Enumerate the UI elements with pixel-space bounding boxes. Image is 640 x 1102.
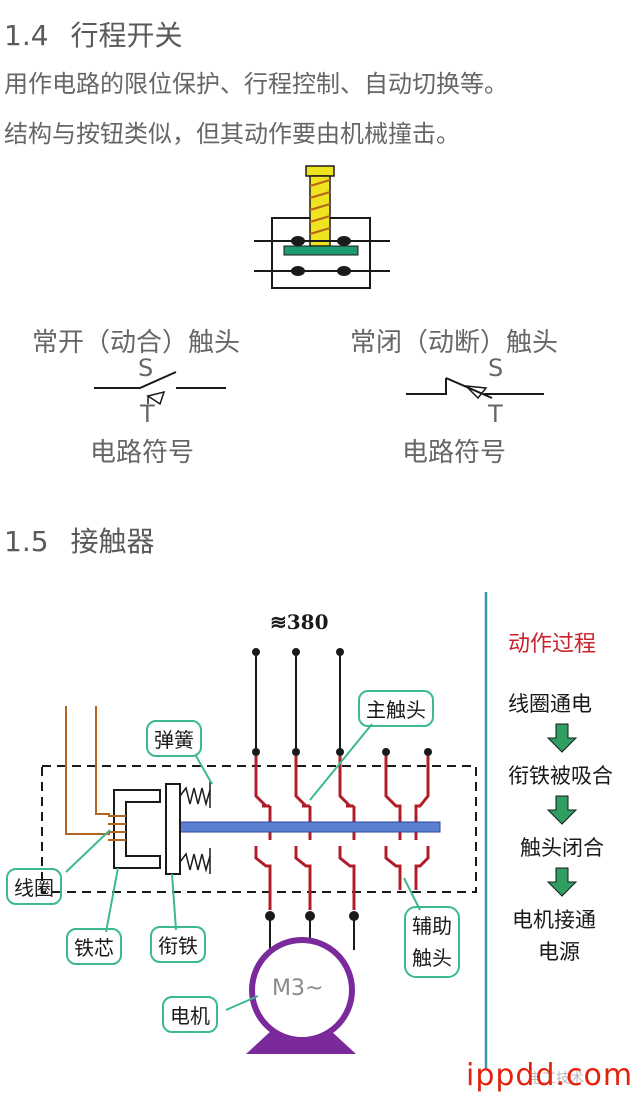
coil-wires (65, 706, 110, 835)
process-step-1: 线圈通电 (508, 692, 592, 716)
iron-core-callout: 铁芯 (66, 928, 122, 965)
armature-callout: 衔铁 (150, 926, 206, 963)
no-contact-symbol (94, 371, 226, 406)
section-number: 1.4 (4, 19, 49, 52)
no-symbol-s: S (138, 354, 154, 382)
section-1-4-heading: 1.4 行程开关 (4, 14, 183, 54)
section-number: 1.5 (4, 525, 49, 558)
process-title: 动作过程 (508, 632, 597, 657)
switch-spring (309, 179, 331, 235)
nc-symbol-t: T (488, 400, 503, 428)
process-step-2: 衔铁被吸合 (508, 764, 613, 788)
springs (179, 782, 211, 874)
process-step-3: 触头闭合 (520, 836, 604, 860)
contacts (254, 756, 430, 910)
no-contact-label: 常开（动合）触头 (32, 328, 241, 358)
nc-symbol-s: S (488, 354, 504, 382)
supply-wires (252, 648, 432, 756)
contactor-enclosure (41, 765, 477, 893)
switch-bridge (283, 245, 359, 256)
process-arrows (546, 723, 578, 897)
section-title: 接触器 (70, 525, 155, 558)
motor-callout: 电机 (162, 996, 218, 1033)
motor-text: M3~ (272, 976, 324, 1001)
coil-windings (108, 815, 126, 841)
process-step-4: 电机接通 (512, 908, 596, 932)
section-title: 行程开关 (70, 19, 183, 52)
iron-core-shape (113, 789, 161, 869)
coil-callout: 线圈 (6, 868, 62, 905)
section-1-4-desc-line1: 用作电路的限位保护、行程控制、自动切换等。 (4, 70, 508, 98)
section-1-5-heading: 1.5 接触器 (4, 520, 155, 560)
spring-callout: 弹簧 (146, 720, 202, 757)
voltage-label: ≋380 (270, 610, 329, 634)
aux-contact-line2: 触头 (412, 946, 452, 970)
no-circuit-symbol-label: 电路符号 (90, 438, 195, 468)
main-contact-callout: 主触头 (358, 690, 434, 727)
aux-contact-line1: 辅助 (412, 914, 452, 938)
motor-shape (246, 937, 356, 1054)
watermark-small: 电工技术 (528, 1071, 584, 1087)
limit-switch-illustration (254, 165, 390, 289)
nc-contact-symbol (406, 377, 544, 400)
nc-contact-label: 常闭（动断）触头 (350, 328, 559, 358)
section-1-4-desc-line2: 结构与按钮类似，但其动作要由机械撞击。 (4, 120, 460, 148)
no-symbol-t: T (140, 400, 155, 428)
callout-leaders (65, 723, 421, 1011)
watermark-text: ippdd.com (466, 1058, 634, 1093)
motor-wires (265, 911, 359, 950)
armature-shape (165, 783, 181, 875)
nc-circuit-symbol-label: 电路符号 (402, 438, 507, 468)
process-step-5: 电源 (538, 940, 580, 964)
aux-contact-callout: 辅助 触头 (404, 906, 460, 978)
switch-plunger (309, 175, 331, 247)
switch-cap (305, 165, 335, 177)
linkage-rod (177, 821, 441, 833)
